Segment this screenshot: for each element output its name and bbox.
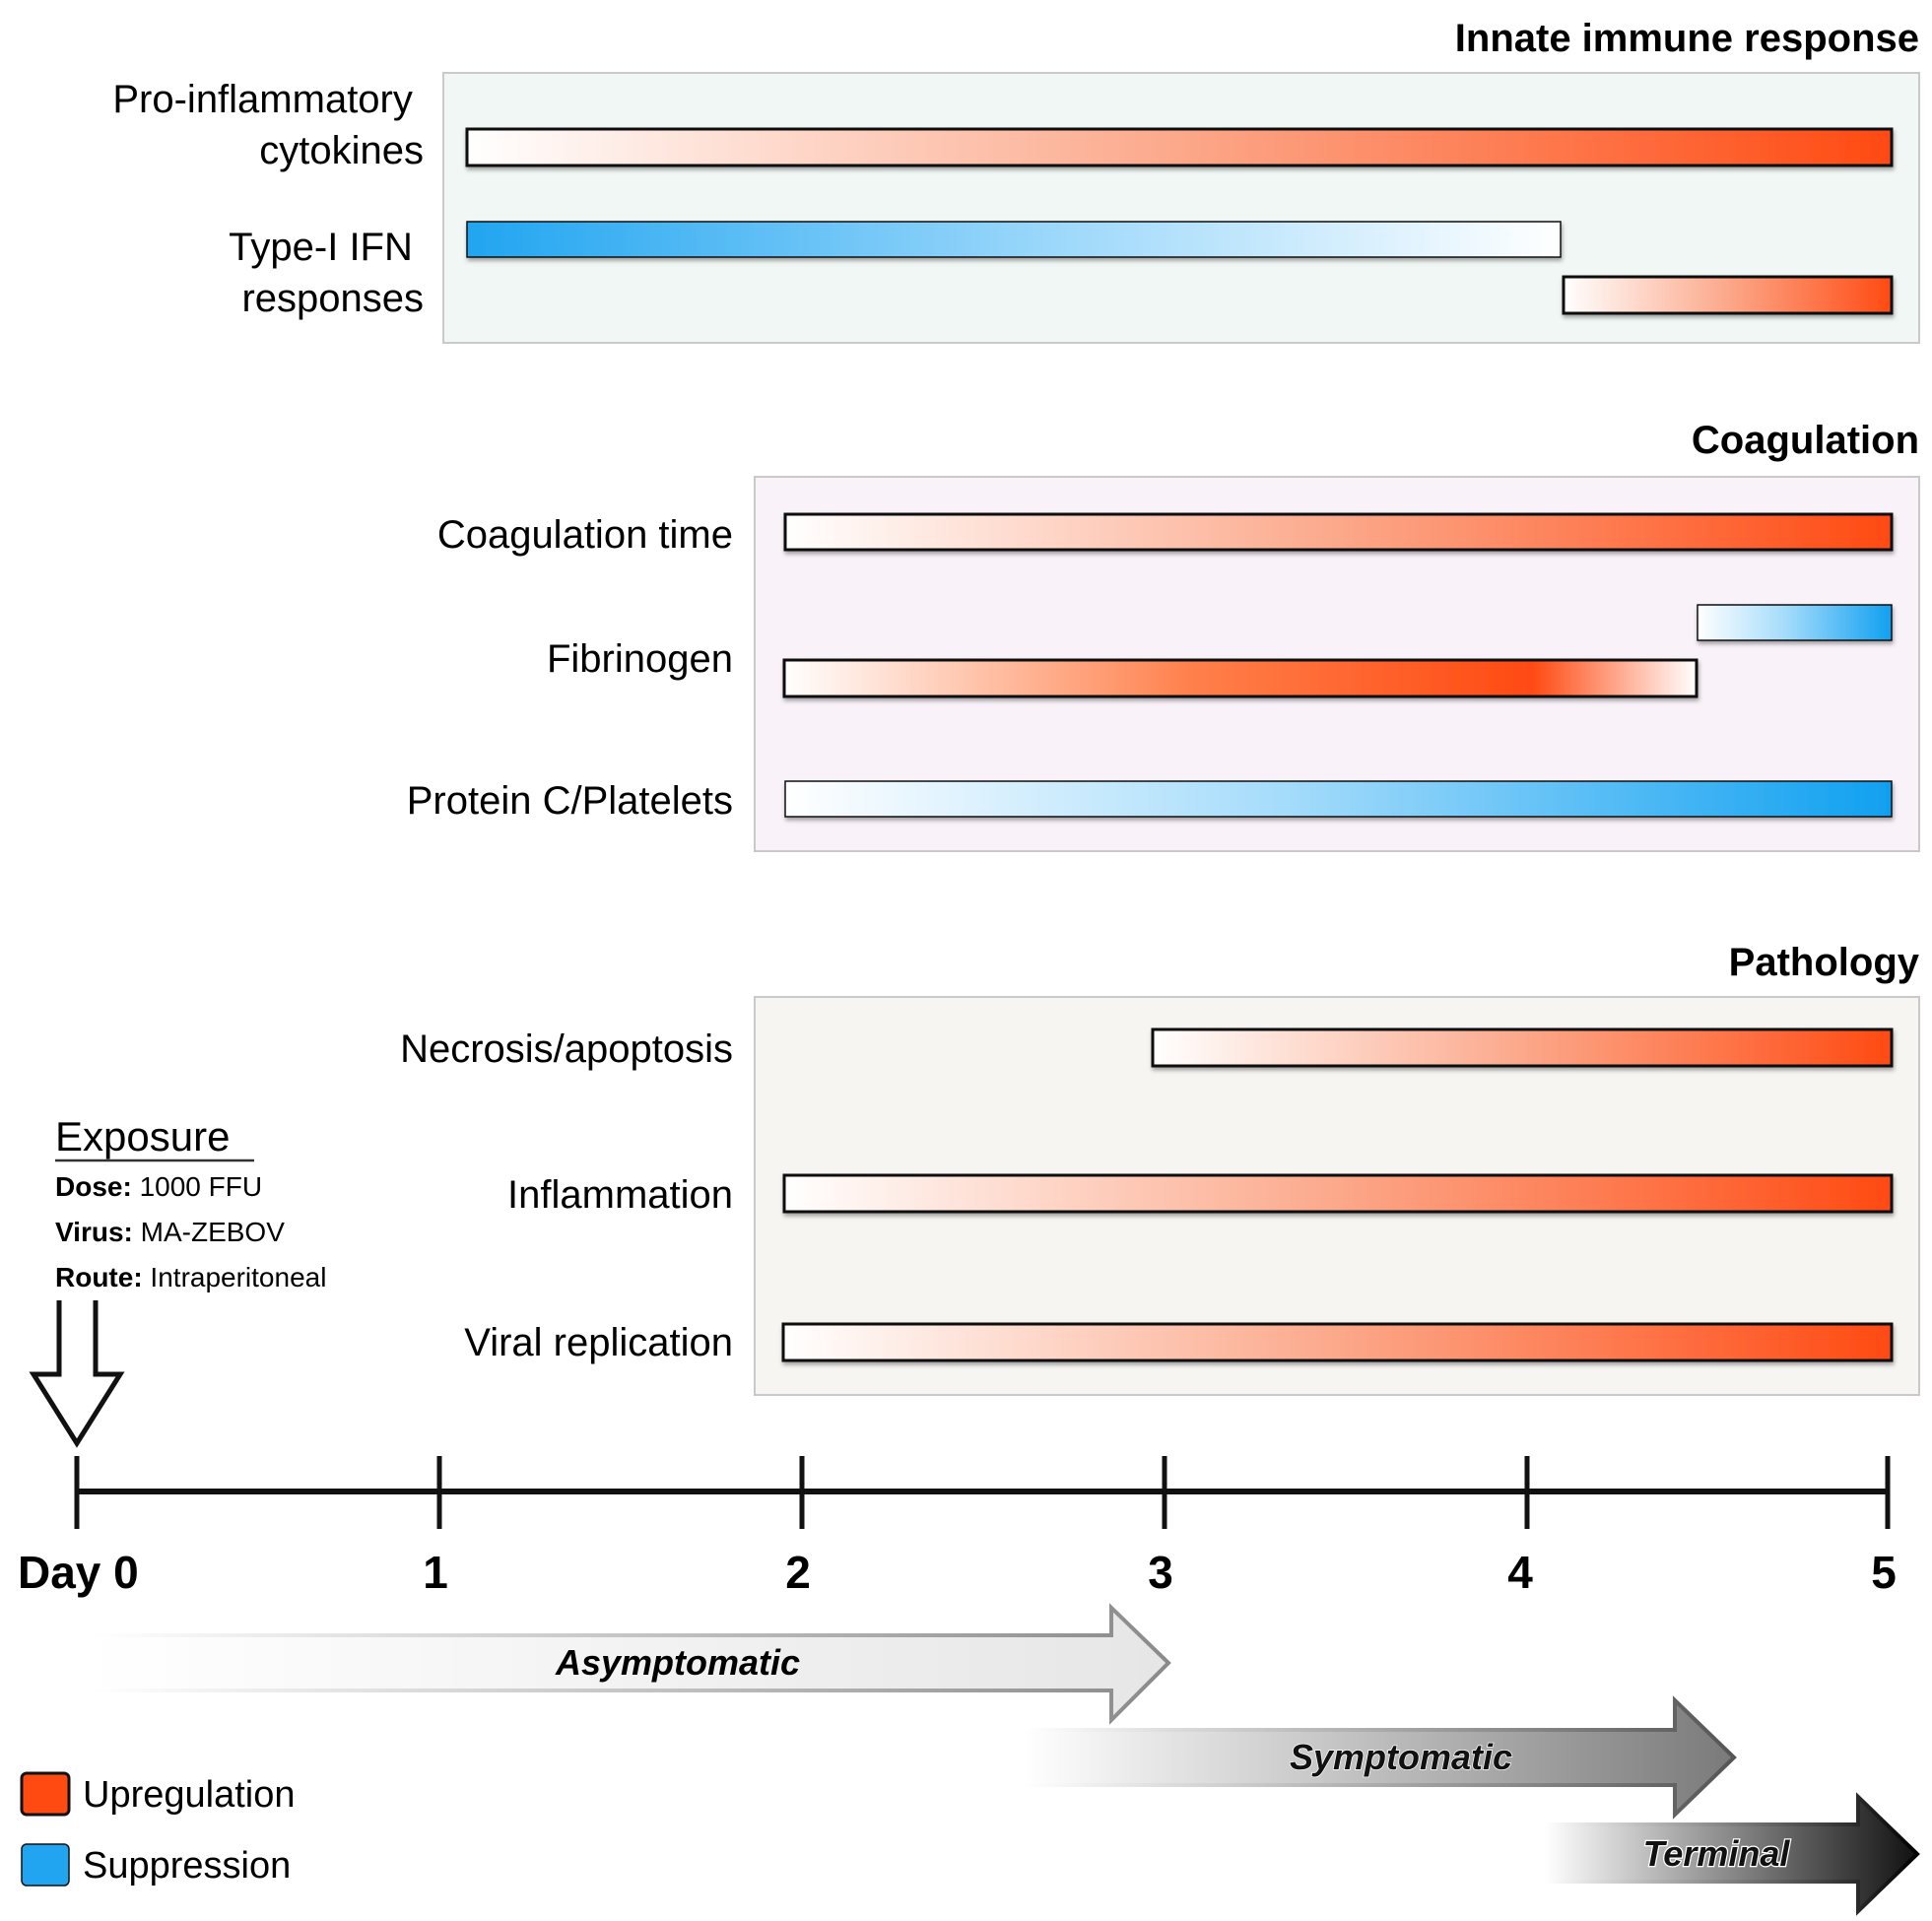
bar-type-i-ifn-suppression <box>466 221 1562 258</box>
exposure-title: Exposure <box>55 1113 230 1159</box>
day-label-0: Day 0 <box>18 1547 139 1598</box>
phase-arrow-terminal <box>1543 1792 1920 1916</box>
legend-swatch-upregulation <box>20 1771 71 1817</box>
phase-arrows: Asymptomatic Symptomatic Terminal <box>89 1603 1920 1916</box>
day-label-4: 4 <box>1507 1547 1533 1598</box>
bar-fibrinogen-upregulation <box>782 658 1699 698</box>
phase-arrow-symptomatic <box>1023 1695 1737 1820</box>
bar-inflammation-upregulation <box>782 1173 1894 1214</box>
phase-label-asymptomatic: Asymptomatic <box>555 1642 800 1683</box>
bar-coagulation-time-upregulation <box>783 512 1894 552</box>
exposure-route: Route: Intraperitoneal <box>55 1262 326 1292</box>
row-label-coagulation-time: Coagulation time <box>437 513 733 557</box>
row-label-protein-c-platelets: Protein C/Platelets <box>407 779 733 823</box>
exposure-arrow-icon <box>29 1300 125 1448</box>
row-label-inflammation: Inflammation <box>507 1173 733 1217</box>
bar-fibrinogen-suppression <box>1697 604 1893 641</box>
exposure-block: Exposure Dose: 1000 FFU Virus: MA-ZEBOV … <box>29 1113 326 1448</box>
section-coagulation: Coagulation Coagulation time Fibrinogen … <box>407 419 1920 852</box>
timeline-axis: Day 0 1 2 3 4 5 <box>18 1456 1897 1598</box>
row-label-type-i-ifn-responses: Type-I IFN responses <box>229 226 424 320</box>
day-label-5: 5 <box>1871 1547 1897 1598</box>
phase-arrow-asymptomatic <box>89 1603 1171 1725</box>
legend-swatch-suppression <box>21 1843 70 1887</box>
legend-label-suppression: Suppression <box>83 1845 291 1887</box>
phase-label-terminal: Terminal <box>1643 1833 1791 1874</box>
day-label-2: 2 <box>785 1547 811 1598</box>
exposure-virus: Virus: MA-ZEBOV <box>55 1217 285 1247</box>
legend: Upregulation Suppression <box>20 1771 295 1887</box>
bar-pro-inflammatory-cytokines-upregulation <box>465 127 1894 167</box>
bar-viral-replication-upregulation <box>781 1322 1894 1362</box>
day-label-3: 3 <box>1148 1547 1173 1598</box>
bar-type-i-ifn-upregulation <box>1562 275 1894 315</box>
legend-label-upregulation: Upregulation <box>83 1774 295 1816</box>
section-title-pathology: Pathology <box>1729 941 1920 984</box>
section-title-innate: Innate immune response <box>1455 17 1919 60</box>
section-innate-immune-response: Innate immune response Pro-inflammatory … <box>112 17 1920 344</box>
row-label-pro-inflammatory-cytokines: Pro-inflammatory cytokines <box>112 78 424 172</box>
row-label-necrosis-apoptosis: Necrosis/apoptosis <box>400 1027 733 1071</box>
row-label-fibrinogen: Fibrinogen <box>547 637 733 681</box>
bar-protein-c-platelets-suppression <box>784 780 1893 818</box>
exposure-dose: Dose: 1000 FFU <box>55 1171 262 1202</box>
section-title-coagulation: Coagulation <box>1692 419 1919 462</box>
bar-necrosis-apoptosis-upregulation <box>1151 1027 1894 1068</box>
day-label-1: 1 <box>423 1547 448 1598</box>
phase-label-symptomatic: Symptomatic <box>1290 1737 1512 1777</box>
section-pathology: Pathology Necrosis/apoptosis Inflammatio… <box>400 941 1920 1396</box>
row-label-viral-replication: Viral replication <box>464 1321 733 1364</box>
